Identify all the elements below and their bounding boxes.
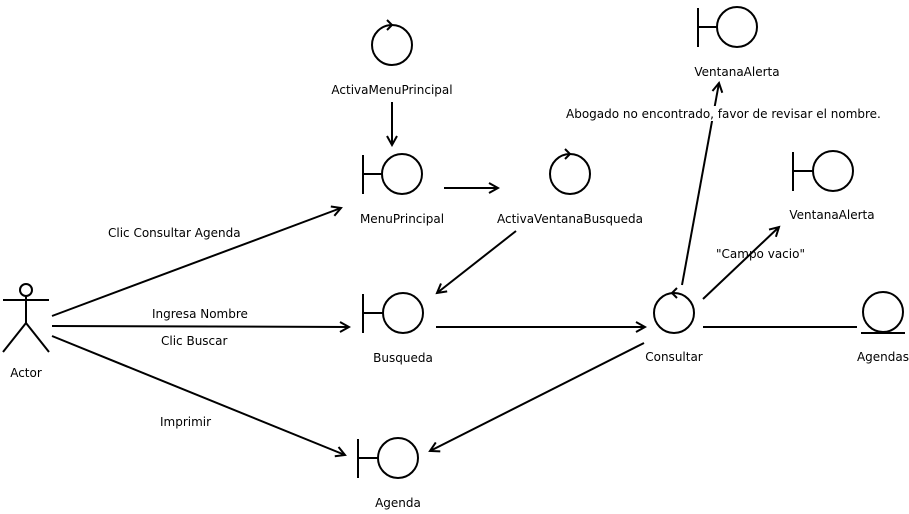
msg-clic-buscar: Clic Buscar <box>161 334 228 348</box>
ventana-alerta-right-label: VentanaAlerta <box>789 208 874 222</box>
menu-principal-boundary-icon <box>362 153 423 195</box>
consultar-control-icon <box>653 287 695 334</box>
arrow-activaventana-to-busqueda <box>437 230 517 293</box>
agenda-boundary-icon <box>357 437 419 479</box>
ventana-alerta-right-boundary-icon <box>792 150 854 192</box>
msg-abogado-no-encontrado: Abogado no encontrado, favor de revisar … <box>566 107 881 121</box>
ventana-alerta-top-boundary-icon <box>697 6 758 48</box>
ventana-alerta-top-label: VentanaAlerta <box>694 65 779 79</box>
msg-campo-vacio: "Campo vacio" <box>716 247 805 261</box>
activa-ventana-busqueda-label: ActivaVentanaBusqueda <box>497 212 643 226</box>
msg-abogado-background <box>566 106 866 121</box>
arrow-consultar-to-agenda <box>430 342 645 451</box>
msg-ingresa-nombre: Ingresa Nombre <box>152 307 248 321</box>
consultar-label: Consultar <box>645 350 703 364</box>
arrow-actor-to-busqueda <box>51 326 349 327</box>
activa-menu-principal-control-icon <box>371 19 413 66</box>
busqueda-label: Busqueda <box>373 351 433 365</box>
agendas-label: Agendas <box>857 350 909 364</box>
arrow-actor-to-menuprincipal <box>51 208 341 317</box>
msg-imprimir: Imprimir <box>160 415 211 429</box>
actor-label: Actor <box>10 366 42 380</box>
agenda-label: Agenda <box>375 496 421 510</box>
activa-menu-principal-label: ActivaMenuPrincipal <box>331 83 452 97</box>
agendas-entity-icon <box>861 291 905 334</box>
menu-principal-label: MenuPrincipal <box>360 212 444 226</box>
arrow-actor-to-agenda <box>51 335 345 455</box>
arrow-consultar-to-ventanaalerta-right <box>702 227 779 300</box>
actor-figure <box>2 283 50 353</box>
busqueda-boundary-icon <box>362 292 424 334</box>
activa-ventana-busqueda-control-icon <box>549 148 591 195</box>
msg-clic-consultar-agenda: Clic Consultar Agenda <box>108 226 241 240</box>
